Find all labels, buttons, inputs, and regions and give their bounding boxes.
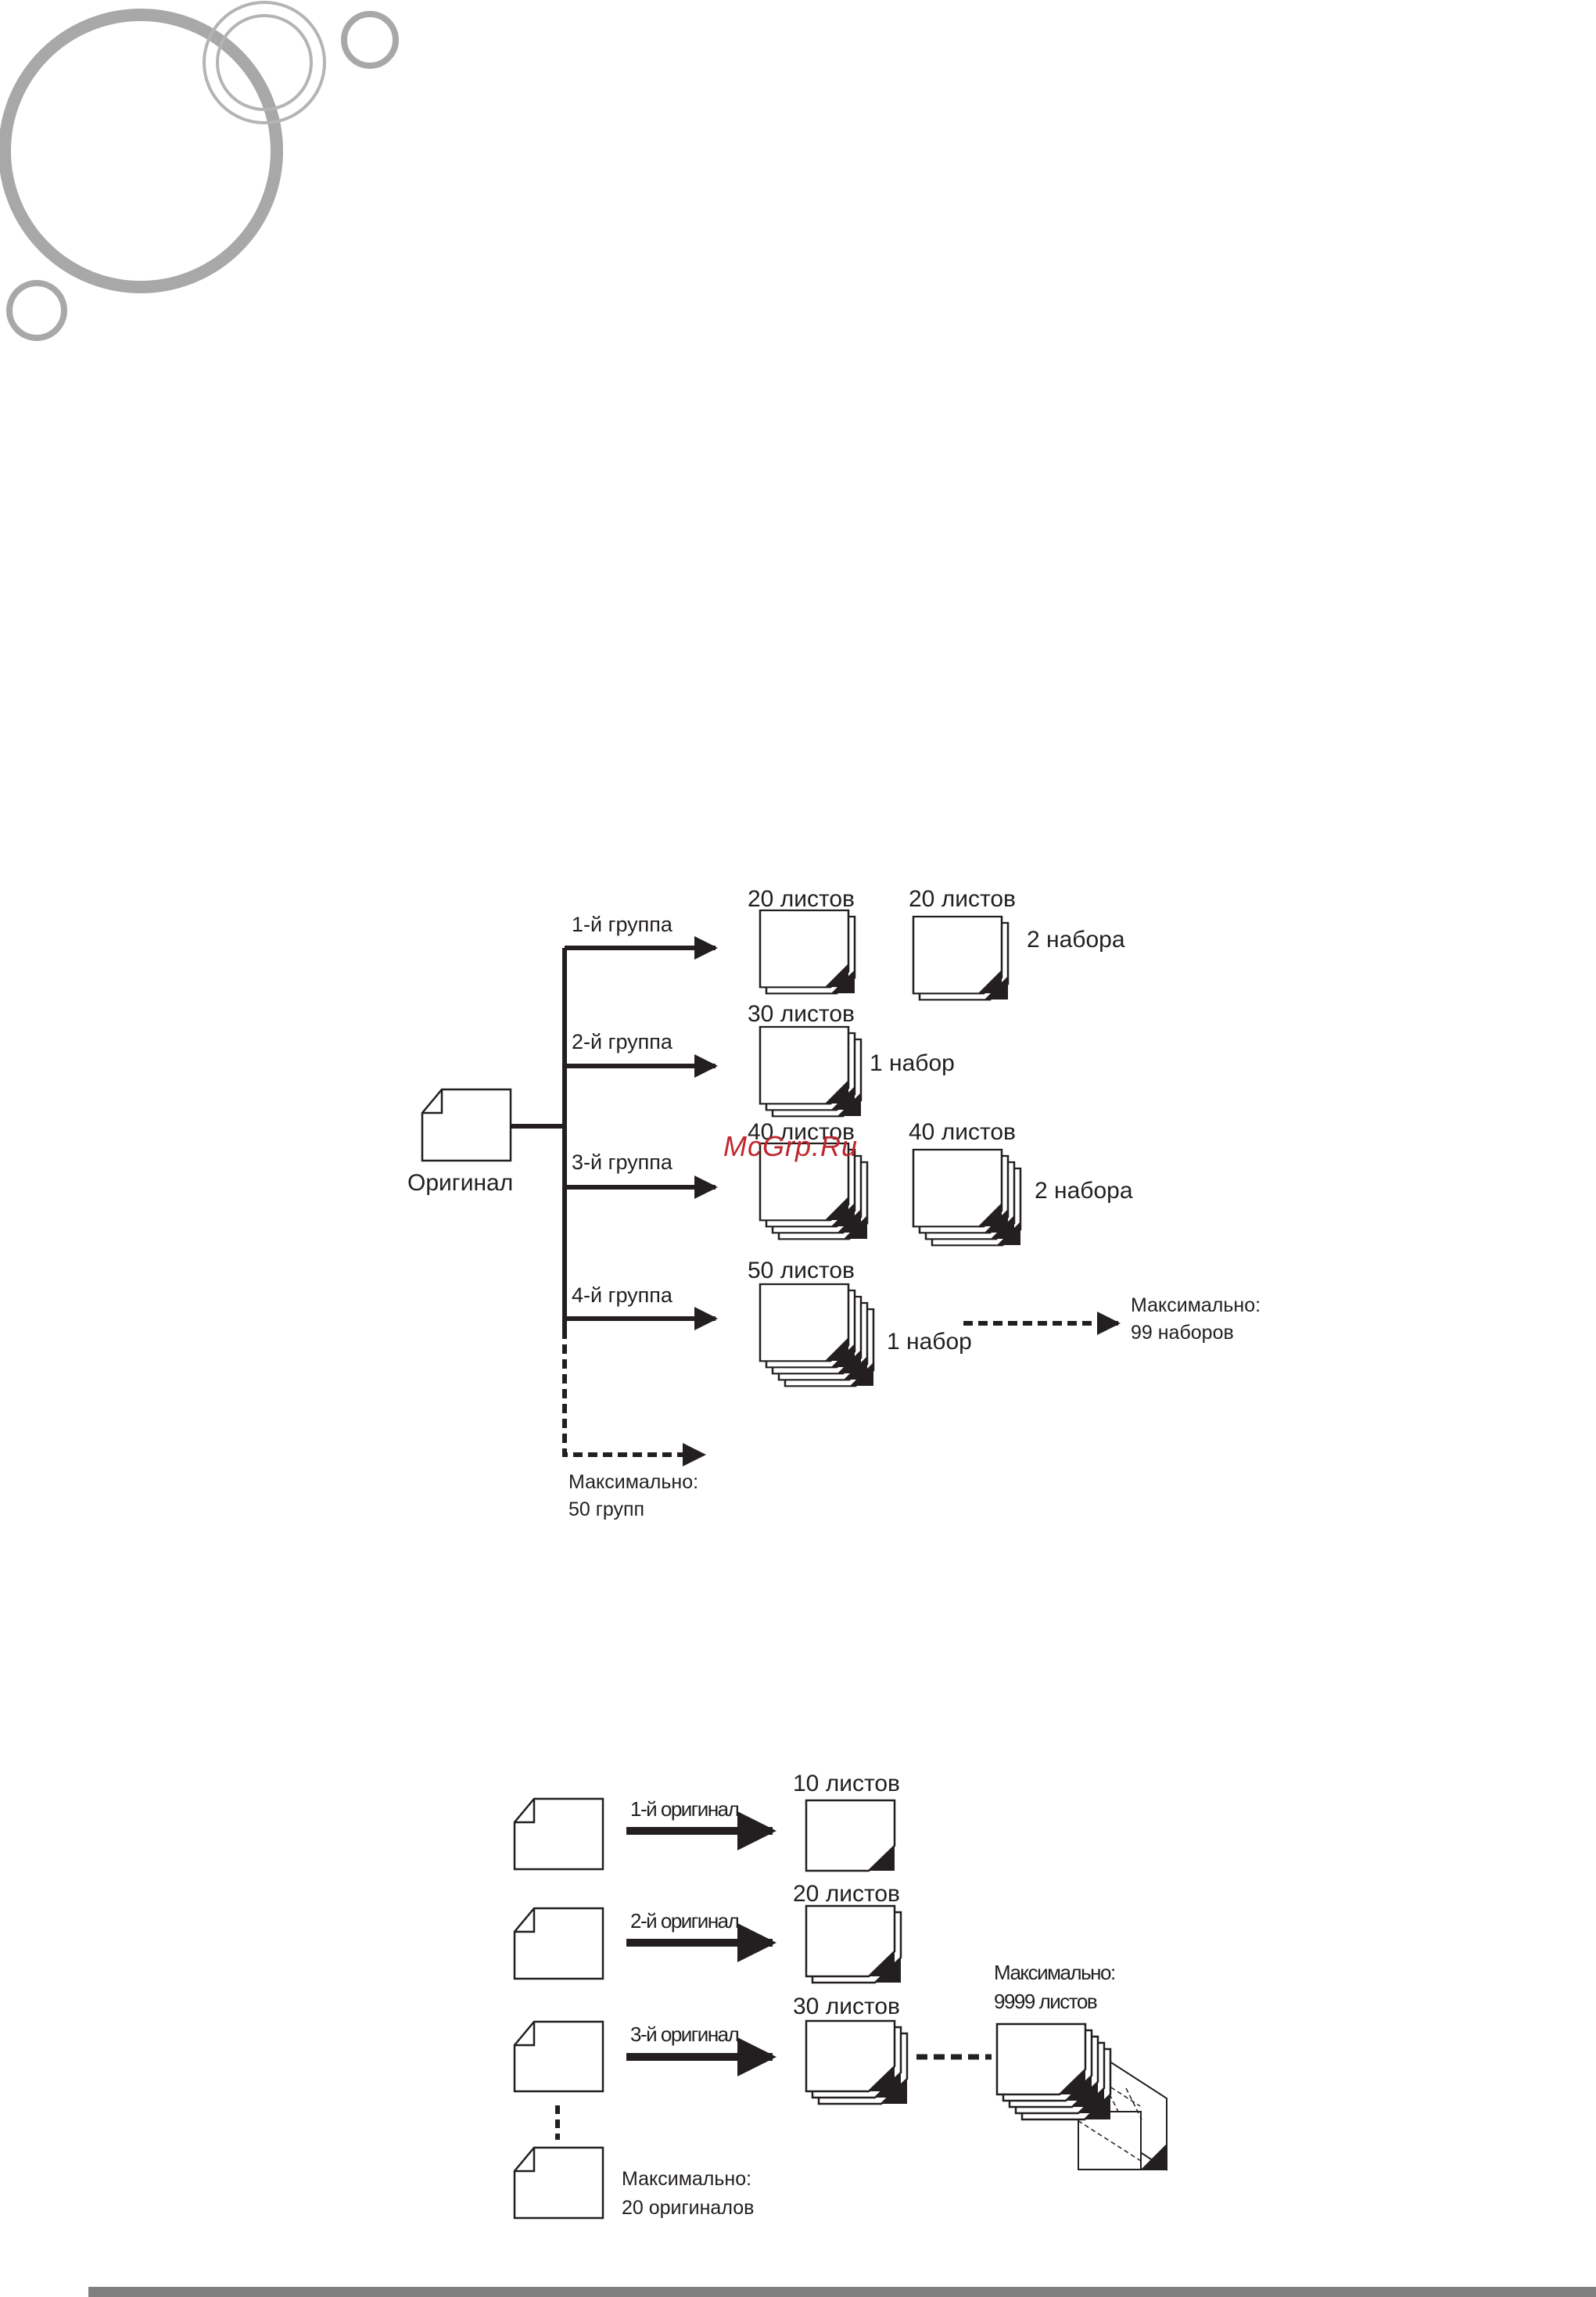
output-1-stack (805, 1799, 896, 1872)
group-1-stack-b (912, 915, 1010, 1001)
decor-circle-large (0, 9, 283, 293)
output-2-stack (805, 1904, 902, 1984)
group-4-stack (759, 1283, 875, 1387)
output-3-sheets-label: 30 листов (793, 1994, 900, 2019)
original-label: Оригинал (407, 1170, 513, 1196)
decor-circle-small-left (6, 280, 67, 341)
group-2-sheets-label: 30 листов (748, 1001, 855, 1027)
decor-circle-ring-outer (203, 1, 326, 124)
group-1-label: 1-й группа (572, 913, 673, 936)
original-2-sheet-icon (513, 1907, 604, 1980)
group-3-stack-b (912, 1148, 1022, 1247)
group-3-sheets-label-b: 40 листов (909, 1119, 1016, 1145)
original-2-label: 2-й оригинал (630, 1909, 739, 1933)
original-sort-diagram: Максимально: 20 оригиналов 1-й оригинал … (513, 1771, 1167, 2220)
max-groups-dashed-arrow (562, 1330, 706, 1466)
max-sheets-block (995, 2022, 1167, 2171)
group-4-sheets-label: 50 листов (748, 1258, 855, 1283)
group-3-sets-label: 2 набора (1035, 1178, 1133, 1204)
max-sheets-title: Максимально: (994, 1961, 1115, 1984)
max-sets-title: Максимально: (1131, 1294, 1261, 1316)
group-2-sets-label: 1 набор (870, 1050, 955, 1076)
group-1-sets-label: 2 набора (1027, 927, 1125, 953)
decor-circle-ring-inner (216, 14, 313, 111)
original-1-sheet-icon (513, 1797, 604, 1871)
watermark-text: McGrp.Ru (723, 1130, 858, 1162)
max-groups-value: 50 групп (568, 1498, 644, 1520)
original-1-label: 1-й оригинал (630, 1797, 739, 1821)
footer-rule (88, 2287, 1596, 2297)
group-4-sets-label: 1 набор (887, 1329, 972, 1355)
decor-circle-small-right (341, 11, 399, 69)
max-sets-value: 99 наборов (1131, 1322, 1234, 1344)
original-3-sheet-icon (513, 2020, 604, 2093)
max-originals-value: 20 оригиналов (622, 2197, 754, 2219)
original-3-label: 3-й оригинал (630, 2022, 739, 2046)
original-last-sheet-icon (513, 2146, 604, 2220)
group-4-label: 4-й группа (572, 1283, 673, 1307)
group-1-sheets-label-b: 20 листов (909, 886, 1016, 912)
output-3-stack (805, 2019, 909, 2105)
decorative-circles (0, 1, 399, 341)
max-groups-title: Максимально: (568, 1471, 698, 1493)
original-sheet-icon (421, 1088, 512, 1162)
group-1-stack-a (759, 909, 856, 995)
max-originals-title: Максимально: (622, 2168, 751, 2190)
output-2-sheets-label: 20 листов (793, 1881, 900, 1907)
group-3-label: 3-й группа (572, 1150, 673, 1174)
group-1-sheets-label-a: 20 листов (748, 886, 855, 912)
group-3-sheets-label-a: 40 листов (748, 1119, 855, 1145)
group-2-label: 2-й группа (572, 1030, 673, 1053)
group-sort-diagram: Оригинал 1-й группа 2-й группа 3-й групп… (407, 886, 1261, 1520)
output-1-sheets-label: 10 листов (793, 1771, 900, 1796)
max-sheets-value: 9999 листов (994, 1990, 1097, 2013)
group-2-stack (759, 1025, 863, 1118)
